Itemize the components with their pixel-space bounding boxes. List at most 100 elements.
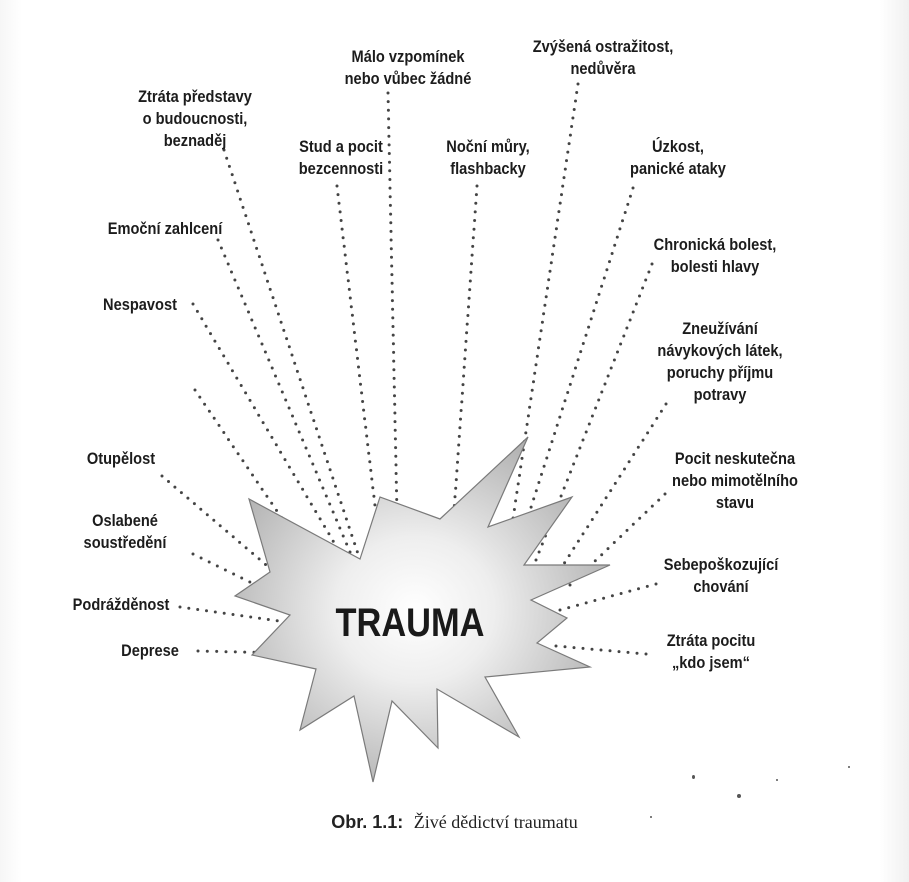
ray-dot [263, 350, 267, 354]
ray-dot [472, 227, 476, 231]
ray-dot [462, 374, 466, 378]
ray-dot [553, 432, 557, 435]
ray-dot [267, 358, 271, 362]
ray-dot [534, 489, 538, 493]
ray-dot [224, 650, 228, 654]
ray-dot [392, 376, 396, 380]
ray-dot [572, 462, 576, 466]
ray-dot [619, 535, 623, 538]
ray-dot [344, 517, 348, 521]
label-malo-vzpominek: Málo vzpomínek nebo vůbec žádné [344, 47, 472, 88]
ray-dot [386, 100, 390, 104]
ray-dot [659, 409, 663, 413]
ray-dot [547, 448, 551, 452]
ray-dot [227, 164, 231, 168]
ray-dot [584, 333, 588, 337]
ray-dot [285, 337, 289, 341]
ray-dot [318, 517, 322, 521]
ray-dot [574, 366, 577, 370]
ray-dot [631, 186, 635, 190]
ray-dot [335, 184, 339, 188]
ray-dot [545, 456, 549, 460]
ray-dot [581, 532, 585, 536]
ray-dot [371, 486, 375, 490]
ray-dot [650, 424, 654, 428]
ray-dot [309, 502, 313, 506]
ray-dot [335, 518, 338, 522]
ray-dot [233, 650, 237, 654]
ray-dot [213, 339, 217, 343]
ray-dot [465, 322, 469, 326]
ray-dot [339, 219, 343, 222]
ray-dot [631, 310, 635, 314]
ray-dot [342, 244, 346, 248]
ray-dot [394, 454, 398, 458]
ray-dot [572, 646, 576, 650]
ray-dot [345, 542, 349, 546]
ray-dot [594, 301, 598, 304]
ray-dot [392, 368, 396, 372]
ray-dot [370, 477, 374, 481]
ray-dot [341, 236, 345, 240]
ray-dot [597, 398, 601, 402]
ray-dot [270, 435, 274, 439]
ray-dot [173, 485, 177, 489]
ray-dot [469, 270, 473, 274]
ray-dot [240, 576, 244, 580]
ray-dot [467, 296, 471, 300]
ray-dot [260, 487, 264, 491]
ray-dot [560, 407, 564, 411]
ray-dot [238, 540, 242, 544]
ray-dot [645, 584, 649, 588]
ray-dot [222, 611, 226, 615]
ray-dot [539, 329, 543, 333]
ray-dot [392, 359, 396, 363]
ray-dot [559, 494, 563, 498]
ray-dot [366, 443, 370, 447]
ray-dot [576, 603, 579, 607]
ray-dot [294, 422, 298, 426]
ray-dot [243, 650, 247, 654]
ray-dot [466, 314, 470, 317]
ray-dot [635, 651, 639, 655]
ray-dot [238, 197, 242, 201]
ray-dot [606, 374, 610, 378]
ray-dot [535, 354, 539, 358]
ray-dot [275, 508, 278, 512]
ray-dot [291, 414, 294, 418]
ray-dot [204, 324, 208, 328]
ray-dot [394, 463, 398, 467]
ray-dot [212, 416, 216, 420]
ray-dot [388, 178, 392, 181]
ray-dot [540, 542, 544, 546]
ray-dot [516, 482, 520, 486]
ray-dot [340, 227, 344, 231]
ray-dot [348, 296, 352, 300]
ray-dot [529, 505, 533, 509]
ray-dot [350, 313, 354, 317]
ray-dot [227, 438, 230, 442]
ray-dot [390, 290, 394, 294]
ray-dot [282, 328, 286, 332]
ray-dot [290, 353, 294, 357]
ray-dot [540, 320, 544, 324]
ray-dot [393, 402, 397, 406]
ray-dot [457, 443, 461, 447]
speck [737, 794, 741, 798]
ray-dot [612, 358, 616, 362]
ray-dot [167, 480, 170, 483]
ray-dot [590, 518, 594, 521]
ray-dot [638, 294, 641, 298]
ray-dot [574, 99, 577, 103]
ray-dot [257, 255, 261, 259]
ray-dot [331, 476, 335, 480]
ray-dot [554, 644, 558, 648]
ray-dot [394, 446, 398, 450]
figure-caption: Obr. 1.1: Živé dědictví traumatu [0, 812, 909, 833]
ray-dot [373, 503, 377, 507]
center-label: TRAUMA [335, 600, 484, 645]
ray-dot [590, 414, 594, 418]
ray-dot [352, 331, 356, 334]
ray-dot [462, 365, 466, 369]
ray-dot [530, 388, 534, 392]
